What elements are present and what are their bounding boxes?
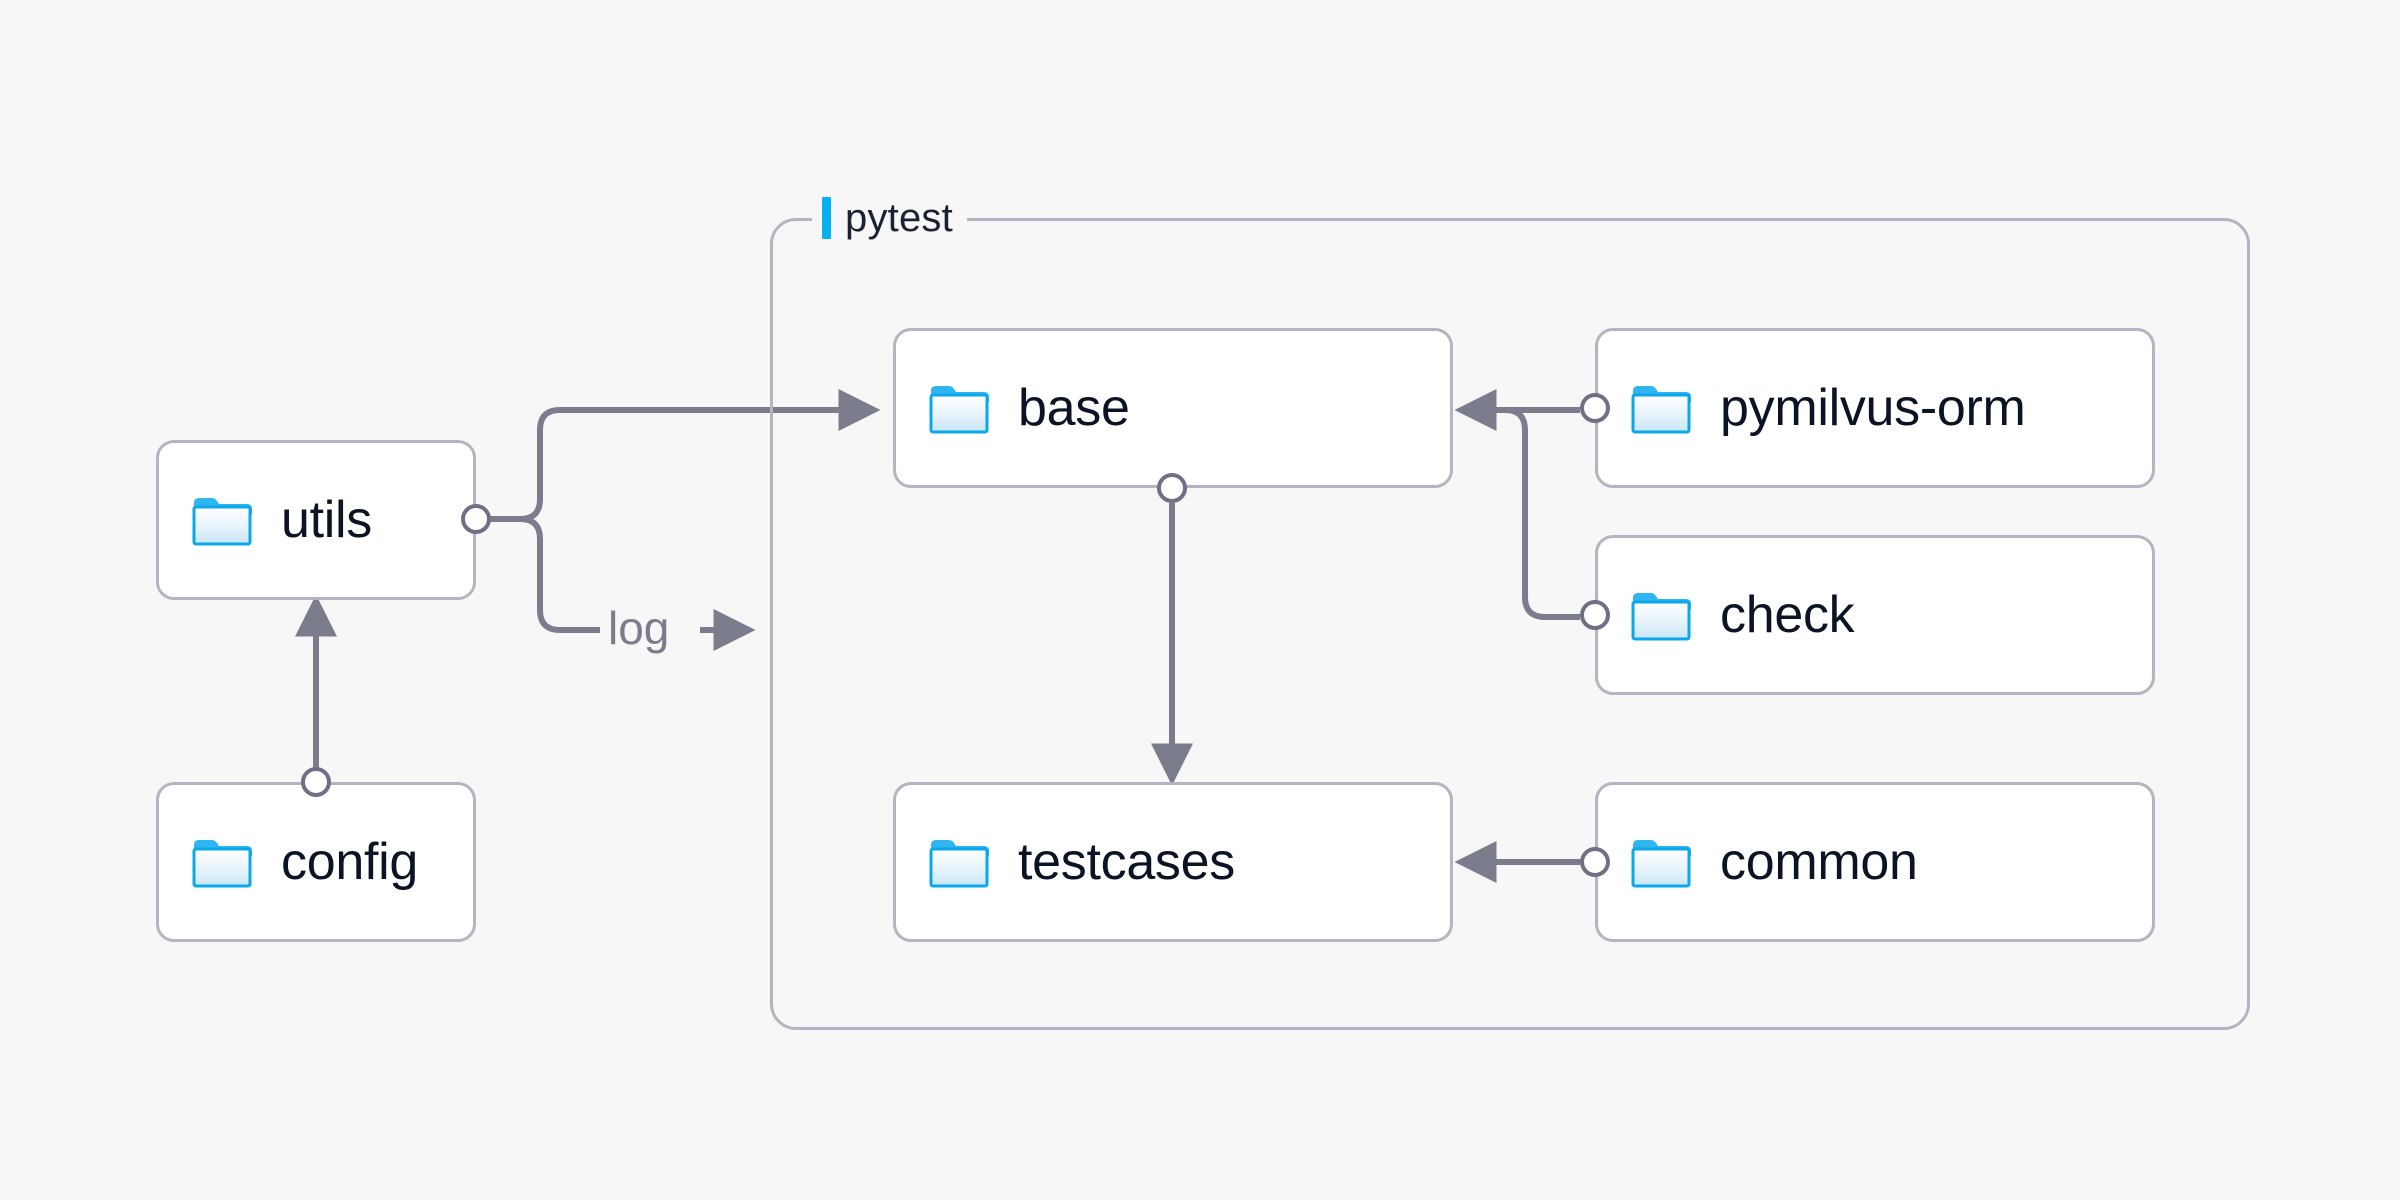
folder-icon: [1631, 386, 1691, 434]
node-common[interactable]: common: [1595, 782, 2155, 942]
handle-config-top[interactable]: [301, 767, 331, 797]
handle-utils-right[interactable]: [461, 504, 491, 534]
node-label-testcases: testcases: [1018, 833, 1235, 891]
handle-common-left[interactable]: [1580, 847, 1610, 877]
node-label-config: config: [281, 833, 418, 891]
node-label-common: common: [1720, 833, 1918, 891]
node-label-pymilvus-orm: pymilvus-orm: [1720, 379, 2026, 437]
node-label-utils: utils: [281, 491, 372, 549]
folder-icon: [1631, 840, 1691, 888]
folder-icon: [192, 498, 252, 546]
edge-label-log: log: [608, 602, 670, 654]
pytest-group-label: pytest: [812, 190, 967, 246]
folder-icon: [929, 386, 989, 434]
group-accent-bar: [822, 197, 831, 239]
node-testcases[interactable]: testcases: [893, 782, 1453, 942]
edge-utils-log: [487, 516, 600, 633]
node-utils[interactable]: utils: [156, 440, 476, 600]
folder-icon: [192, 840, 252, 888]
group-title-text: pytest: [845, 196, 953, 240]
node-base[interactable]: base: [893, 328, 1453, 488]
handle-base-bottom[interactable]: [1157, 473, 1187, 503]
node-label-base: base: [1018, 379, 1130, 437]
pytest-group-container[interactable]: [770, 218, 2250, 1030]
handle-check-left[interactable]: [1580, 600, 1610, 630]
folder-icon: [1631, 593, 1691, 641]
handle-pymilvus-orm-left[interactable]: [1580, 393, 1610, 423]
node-label-check: check: [1720, 586, 1855, 644]
node-pymilvus-orm[interactable]: pymilvus-orm: [1595, 328, 2155, 488]
folder-icon: [929, 840, 989, 888]
node-check[interactable]: check: [1595, 535, 2155, 695]
node-config[interactable]: config: [156, 782, 476, 942]
